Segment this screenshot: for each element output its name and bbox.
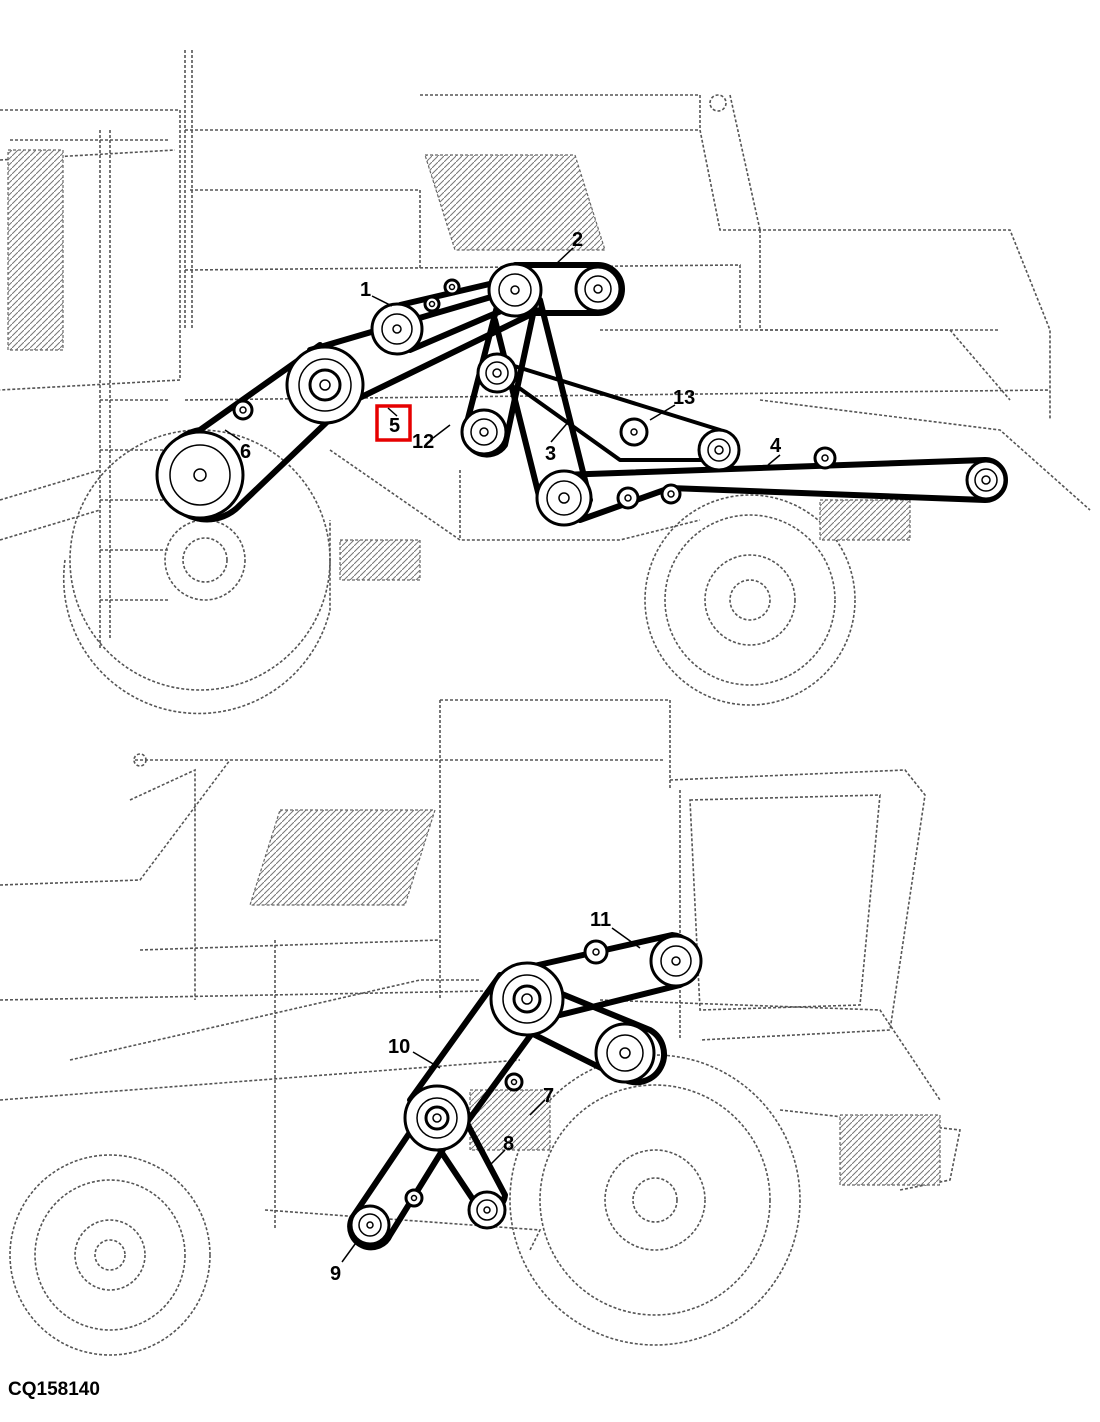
idler-7	[504, 1072, 524, 1092]
idler-4-small-2	[660, 483, 682, 505]
idler-6	[232, 399, 254, 421]
pulley-main-drive	[285, 345, 365, 425]
upper-leaders	[224, 247, 781, 466]
callout-2: 2	[572, 229, 583, 251]
callout-6: 6	[240, 441, 251, 463]
pulley-upper-center	[476, 352, 518, 394]
callout-7: 7	[543, 1085, 554, 1107]
lower-leaders	[341, 927, 641, 1263]
upper-pulleys	[155, 262, 1007, 527]
pulley-10-upper	[489, 961, 565, 1037]
idler-11	[583, 939, 609, 965]
pulley-4-right	[965, 459, 1007, 501]
belt-2	[512, 262, 625, 316]
pulley-7-right	[594, 1022, 656, 1084]
callout-11: 11	[590, 909, 611, 931]
pulley-13-idler	[619, 417, 649, 447]
lower-callouts: 11 10 7 8 9	[330, 909, 611, 1285]
pulley-13-right	[697, 428, 741, 472]
callout-4: 4	[770, 435, 782, 457]
callout-8: 8	[503, 1133, 514, 1155]
callout-5: 5	[389, 415, 400, 437]
idler-small-top-2	[443, 278, 461, 296]
pulley-12	[460, 408, 508, 456]
pulley-11	[649, 934, 703, 988]
pulley-2-right	[574, 265, 622, 313]
idler-8	[404, 1188, 424, 1208]
callout-3: 3	[545, 443, 556, 465]
callout-13: 13	[673, 387, 695, 409]
upper-callouts: 1 2 3 4 5 6 12 13	[240, 229, 782, 465]
callout-9: 9	[330, 1263, 341, 1285]
upper-machine-outline	[0, 50, 1091, 715]
lower-machine-outline	[0, 699, 961, 1356]
pulley-2-left	[487, 262, 543, 318]
pulley-1	[370, 302, 424, 356]
callout-12: 12	[412, 431, 434, 453]
pulley-3	[535, 469, 593, 527]
pulley-10-lower	[403, 1084, 471, 1152]
pulley-9	[349, 1204, 391, 1246]
callout-10: 10	[388, 1036, 410, 1058]
callout-1: 1	[360, 279, 371, 301]
pulley-6-large	[155, 430, 245, 520]
belt-13	[494, 358, 736, 462]
idler-4-small-1	[616, 486, 640, 510]
lower-pulleys	[349, 934, 703, 1246]
lower-combine-view: 11 10 7 8 9	[0, 699, 961, 1356]
idler-4-mid	[813, 446, 837, 470]
upper-combine-view: 1 2 3 4 5 6 12 13	[0, 50, 1091, 715]
idler-small-top-1	[423, 295, 441, 313]
figure-id: CQ158140	[8, 1379, 100, 1400]
callout-5-highlight-box	[375, 404, 412, 442]
pulley-8	[467, 1190, 507, 1230]
